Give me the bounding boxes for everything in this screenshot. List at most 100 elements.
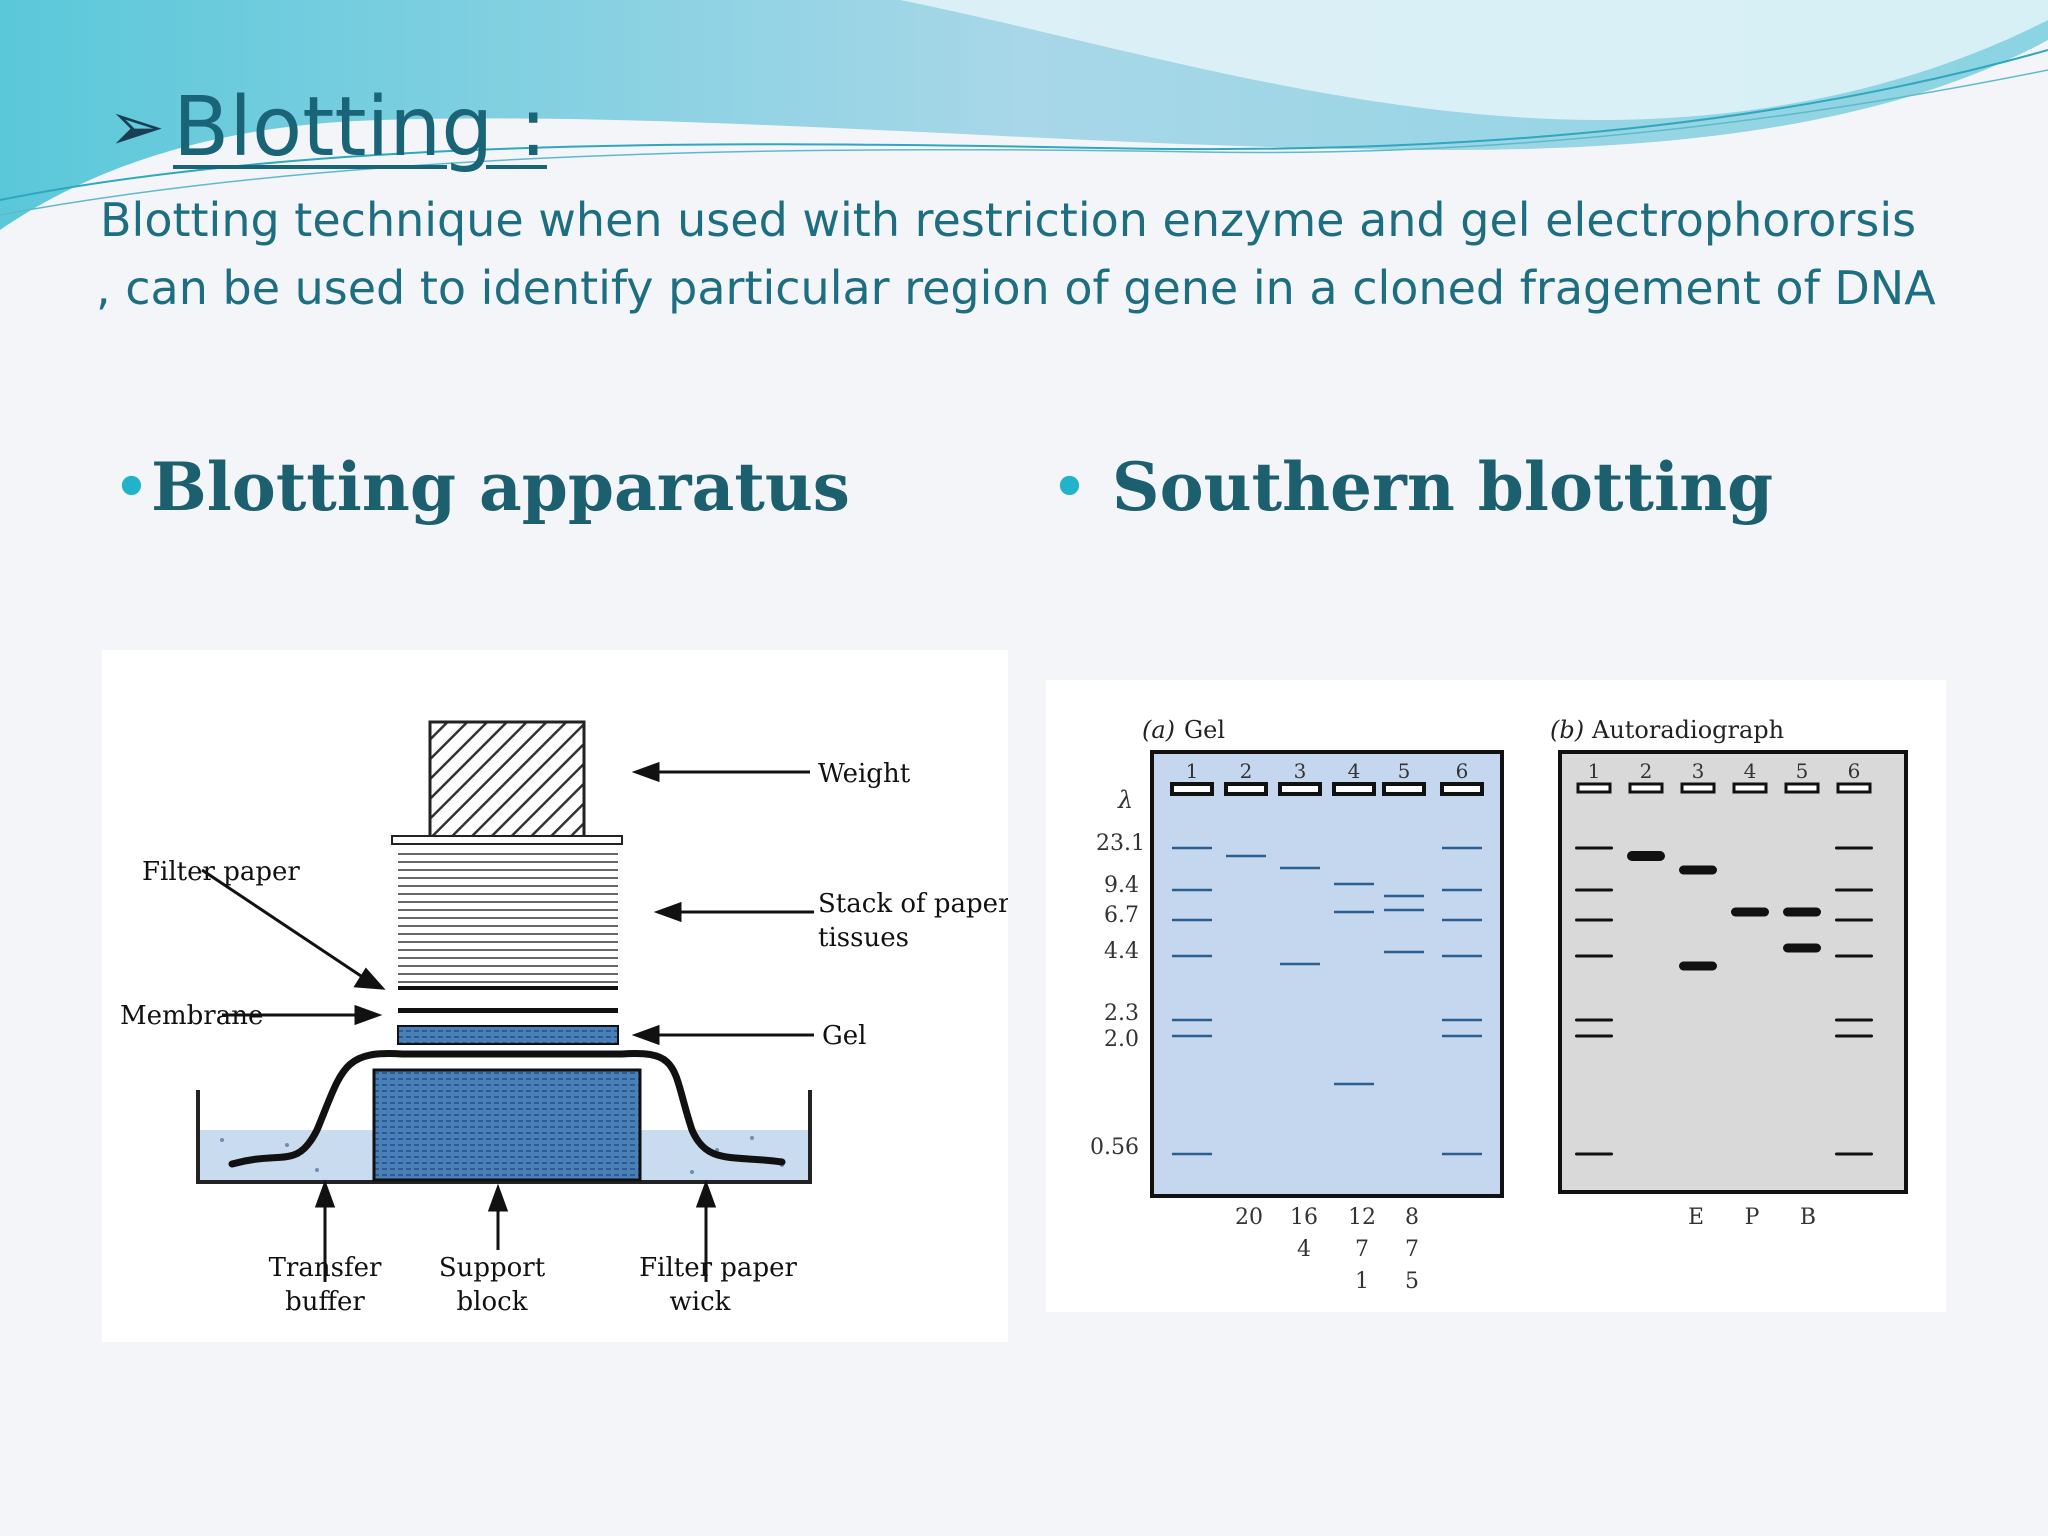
autorad-panel (1558, 750, 1908, 1194)
autorad-enzyme-p: P (1745, 1205, 1760, 1230)
autorad-band (1835, 1034, 1873, 1038)
weight-block (428, 720, 586, 840)
gel-lane-number: 3 (1294, 759, 1307, 783)
body-line: Blotting technique when used with restri… (100, 193, 1917, 247)
title-text: Blotting : (172, 79, 547, 175)
autorad-lane-number: 2 (1640, 759, 1653, 783)
weight-plate (391, 835, 623, 845)
southern-svg: (a) Gel λ 23.1 9.4 6.7 4.4 2.3 2.0 0.56 … (1090, 716, 1908, 1294)
gel-lane-number: 5 (1398, 759, 1411, 783)
autorad-band (1835, 918, 1873, 922)
autorad-band (1575, 1152, 1613, 1156)
gel-well (1332, 782, 1376, 796)
transfer-label-line2: buffer (285, 1287, 365, 1317)
gel-wells (1170, 782, 1484, 796)
marker-4-4: 4.4 (1104, 939, 1139, 964)
slide-title: ➢ Blotting : (108, 72, 547, 182)
gel-lane-number: 4 (1348, 759, 1361, 783)
support-label-line2: block (457, 1287, 528, 1317)
gel-label: Gel (822, 1021, 866, 1051)
support-label-line1: Support (439, 1253, 546, 1283)
gel-well (1278, 782, 1322, 796)
bullet-southern-blotting: • Southern blotting (1050, 448, 1773, 526)
autorad-panel-title: Autoradiograph (1591, 716, 1784, 744)
gel-size-lane5: 7 (1405, 1237, 1419, 1262)
weight-label: Weight (818, 759, 911, 789)
autorad-band (1575, 888, 1613, 892)
transfer-label-line1: Transfer (269, 1253, 382, 1283)
autorad-panel-letter: (b) (1550, 716, 1584, 744)
gel-panel-letter: (a) (1142, 716, 1175, 744)
autorad-band (1835, 1018, 1873, 1022)
bullet-icon: • (1050, 449, 1089, 526)
body-line: , can be used to identify particular reg… (96, 261, 1936, 315)
autorad-lane-number: 6 (1848, 759, 1861, 783)
gel-size-lane2: 20 (1235, 1205, 1263, 1230)
gel-size-lane3: 16 (1290, 1205, 1318, 1230)
autorad-band (1835, 954, 1873, 958)
header-wave-decoration (0, 0, 2048, 230)
gel-layer (397, 1025, 619, 1045)
gel-panel (1150, 750, 1504, 1198)
gel-well (1170, 782, 1214, 796)
stack-label-line1: Stack of paper (818, 889, 1008, 919)
autorad-band (1835, 846, 1873, 850)
southern-blotting-diagram: (a) Gel λ 23.1 9.4 6.7 4.4 2.3 2.0 0.56 … (1046, 680, 1946, 1312)
autorad-well (1732, 782, 1768, 794)
autorad-wells (1576, 782, 1872, 794)
autorad-band (1627, 851, 1665, 861)
support-block (372, 1068, 642, 1182)
gel-well (1224, 782, 1268, 796)
autorad-well (1680, 782, 1716, 794)
membrane-label: Membrane (120, 1001, 263, 1031)
autorad-band (1575, 954, 1613, 958)
autorad-lane-labels: 1 2 3 4 5 6 (1588, 759, 1861, 783)
gel-size-lane4: 12 (1348, 1205, 1376, 1230)
autorad-well (1628, 782, 1664, 794)
autorad-band (1575, 1034, 1613, 1038)
blotting-apparatus-diagram: Weight Filter paper Stack of paper tissu… (102, 650, 1011, 1342)
gel-size-lane5: 8 (1405, 1205, 1419, 1230)
gel-size-lane4: 1 (1355, 1269, 1369, 1294)
apparatus-svg: Weight Filter paper Stack of paper tissu… (120, 720, 1011, 1317)
marker-2-0: 2.0 (1104, 1027, 1139, 1052)
paper-stack (398, 853, 618, 983)
gel-size-lane5: 5 (1405, 1269, 1419, 1294)
autorad-band (1783, 907, 1821, 917)
autorad-well (1836, 782, 1872, 794)
wick-label-line2: wick (670, 1287, 731, 1317)
stack-label-line2: tissues (818, 923, 909, 953)
autorad-lane-number: 3 (1692, 759, 1705, 783)
buffer-dots (220, 1136, 784, 1174)
autorad-lane-number: 1 (1588, 759, 1601, 783)
bullet-text: Blotting apparatus (150, 448, 850, 526)
marker-2-3: 2.3 (1104, 1001, 1139, 1026)
title-arrow-icon: ➢ (108, 87, 165, 167)
autorad-band (1575, 918, 1613, 922)
gel-lane-number: 1 (1186, 759, 1199, 783)
autorad-band (1575, 846, 1613, 850)
filter-paper-label: Filter paper (142, 857, 300, 887)
gel-panel-title: Gel (1184, 716, 1225, 744)
gel-well (1382, 782, 1426, 796)
autorad-lane-number: 5 (1796, 759, 1809, 783)
label-arrows (201, 761, 814, 1282)
autorad-well (1784, 782, 1820, 794)
marker-23-1: 23.1 (1096, 831, 1145, 856)
buffer-tank (196, 1090, 812, 1184)
autorad-well (1576, 782, 1612, 794)
autorad-bands (1575, 846, 1873, 1156)
autorad-enzyme-b: B (1800, 1205, 1816, 1230)
marker-0-56: 0.56 (1090, 1135, 1139, 1160)
filter-paper-layer (398, 986, 618, 990)
marker-9-4: 9.4 (1104, 873, 1139, 898)
autorad-lane-number: 4 (1744, 759, 1757, 783)
wick-label-line1: Filter paper (639, 1253, 797, 1283)
autorad-band (1783, 943, 1821, 953)
autorad-band (1679, 961, 1717, 971)
autorad-enzyme-e: E (1688, 1205, 1704, 1230)
gel-well (1440, 782, 1484, 796)
filter-paper-wick (228, 1050, 786, 1168)
gel-bands (1172, 846, 1482, 1156)
